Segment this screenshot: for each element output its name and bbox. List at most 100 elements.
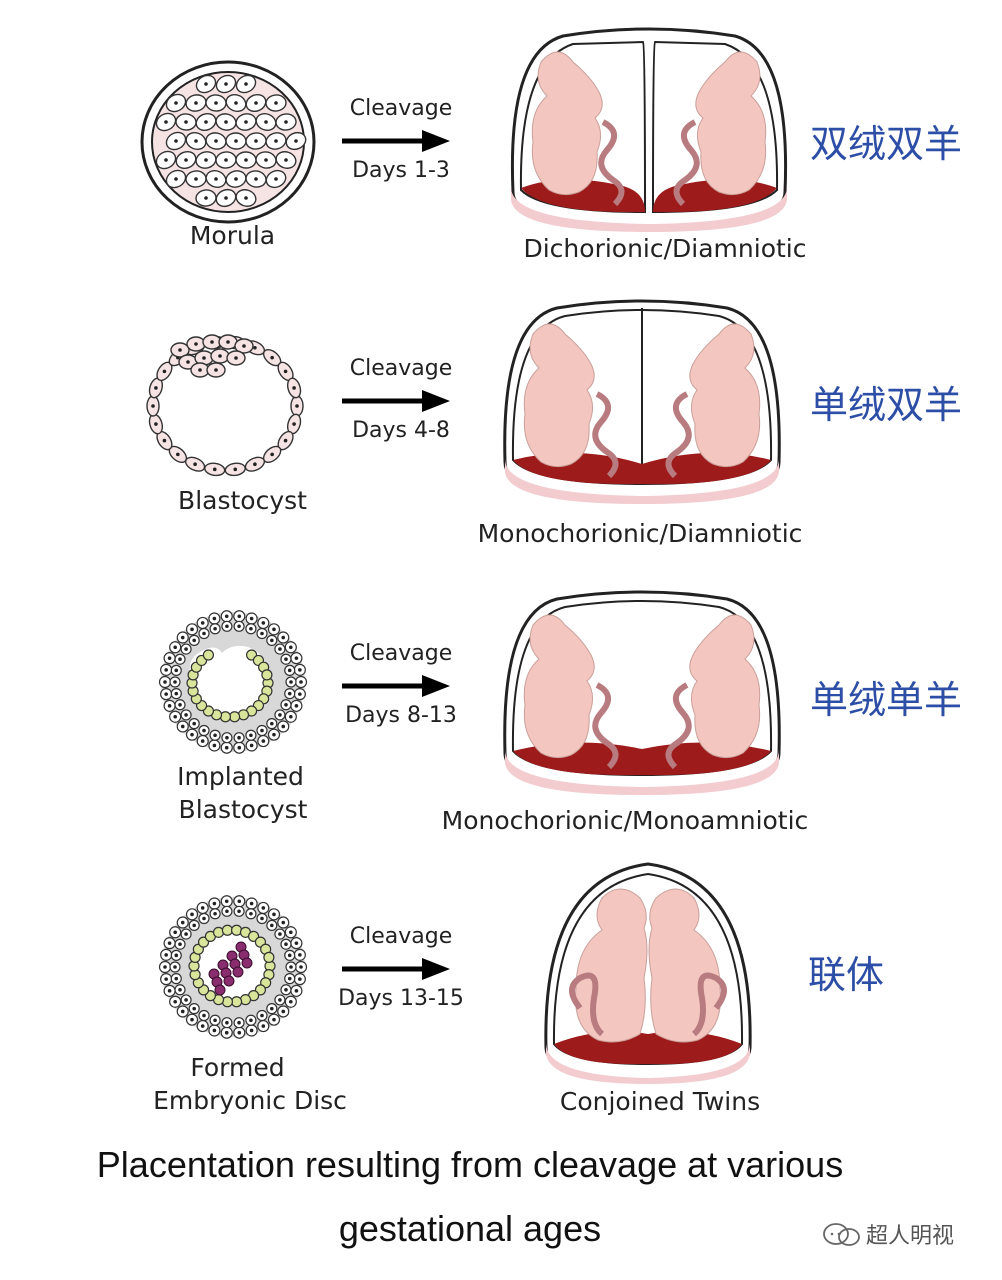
cell-nucleus [278,998,282,1002]
arrow-bottom-label: Days 8-13 [345,703,457,728]
cell-nucleus [174,177,178,181]
cell-nucleus [192,1006,196,1011]
chinese-label: 双绒双羊 [810,122,963,166]
blastocyst-illustration [146,334,304,477]
cell-nucleus [234,177,238,181]
cell-nucleus [190,627,194,632]
cell-nucleus [224,158,228,162]
cell-nucleus [225,735,229,740]
cell-nucleus [294,704,299,708]
cell-nucleus [224,745,229,750]
result-label: Dichorionic/Diamniotic [523,234,807,263]
cell-nucleus [213,911,217,916]
implanted-blastocyst-illustration [158,610,308,754]
cell-nucleus [249,901,254,906]
cell-nucleus [202,356,206,360]
cell-nucleus [298,692,302,696]
cell-nucleus [298,668,302,672]
arrow-bottom-label: Days 4-8 [352,418,450,443]
cell-nucleus [176,452,180,457]
cell-nucleus [167,704,172,708]
cell-nucleus [224,82,228,86]
cell-nucleus [270,721,274,726]
cell-nucleus [270,355,274,360]
stage-label: Morula [189,221,276,250]
cell-nucleus [162,369,167,374]
cell-nucleus [234,101,238,105]
cell-nucleus [298,953,302,957]
cell-nucleus [253,345,257,350]
cell-nucleus [287,976,292,981]
cell-nucleus [190,1017,194,1022]
cell-nucleus [200,621,205,625]
cell-nucleus [244,82,248,86]
cleavage-arrow: Cleavage Days 4-8 [336,356,466,466]
cell [228,711,241,723]
cell-nucleus [294,989,299,993]
cell-nucleus [294,941,299,945]
cell-nucleus [261,621,266,625]
cell-nucleus [283,369,288,374]
cell-nucleus [204,196,208,200]
cell-nucleus [242,344,246,348]
cell-nucleus [224,1030,229,1035]
cell-nucleus [173,999,177,1004]
cell-nucleus [272,732,276,737]
cell-nucleus [249,1018,253,1023]
arrow-top-label: Cleavage [349,924,453,949]
cell-nucleus [284,702,288,707]
cell-nucleus [184,647,188,651]
cell-nucleus [173,965,177,969]
cell [237,709,250,721]
cell-nucleus [225,909,229,914]
cell-nucleus [289,645,293,650]
cell-nucleus [225,1020,229,1025]
cell-nucleus [180,920,185,925]
cell-nucleus [264,158,268,162]
cell-nucleus [289,714,293,719]
cell-nucleus [200,906,205,910]
cell-nucleus [162,438,167,443]
cell-nucleus [260,916,264,921]
cell-nucleus [244,120,248,124]
cell-nucleus [167,941,172,945]
stage-label-line1: Implanted [177,762,304,791]
cell-nucleus [213,1018,217,1023]
cell-nucleus [237,1020,241,1025]
cell-nucleus [214,177,218,181]
cell-nucleus [164,977,168,981]
cell [219,711,232,723]
cell-nucleus [274,101,278,105]
cell-nucleus [249,616,254,621]
cell-nucleus [173,714,177,719]
right-arrow-icon [342,958,450,980]
cell-nucleus [289,999,293,1004]
cell-nucleus [270,923,274,928]
cell-nucleus [192,923,196,928]
cell-nucleus [180,1009,185,1014]
result-label: Monochorionic/Monoamniotic [441,806,809,835]
cell-nucleus [194,177,198,181]
cell-nucleus [213,733,217,738]
cell-nucleus [178,348,182,352]
cell-nucleus [284,158,288,162]
cell-nucleus [224,899,229,904]
cell-nucleus [194,139,198,143]
cell-nucleus [270,1006,274,1011]
cell-nucleus [178,987,182,992]
cell-nucleus [299,680,303,684]
cell-nucleus [212,1028,217,1033]
cell-nucleus [174,668,179,673]
caption-line2: gestational ages [338,1208,602,1249]
cell-nucleus [174,976,179,981]
cell-nucleus [249,743,254,748]
cell-nucleus [237,745,242,750]
arrow-bottom-label: Days 1-3 [352,158,450,183]
cell-nucleus [298,977,302,981]
cell-nucleus [289,680,293,684]
cell [261,669,273,681]
cell [230,996,243,1008]
cell-nucleus [270,638,274,643]
cell-nucleus [178,657,182,662]
cell-nucleus [295,404,299,408]
